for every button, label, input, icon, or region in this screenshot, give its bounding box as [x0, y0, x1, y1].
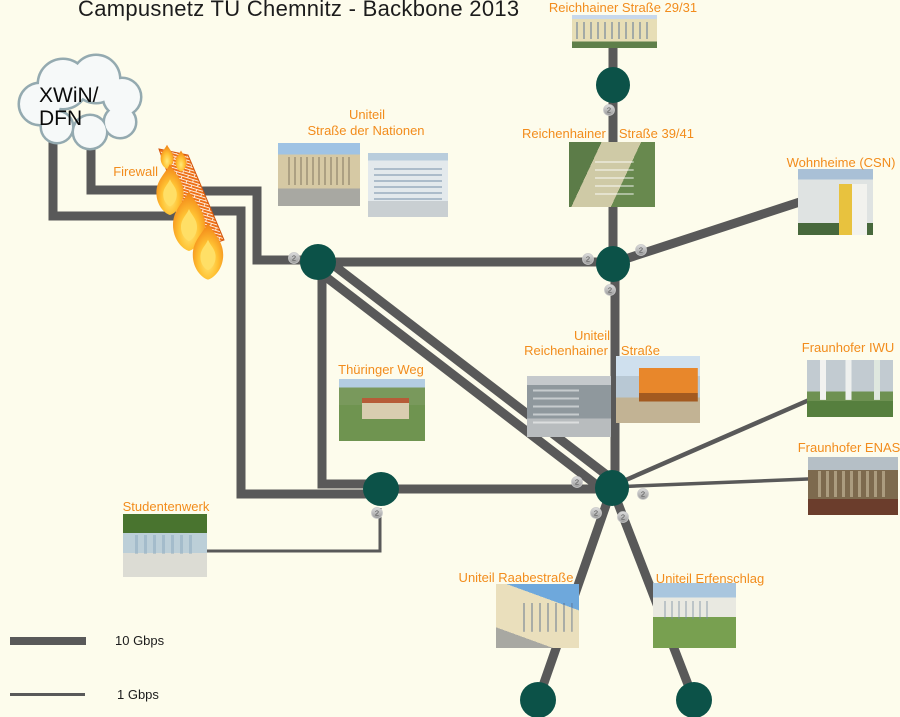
link-node-thueringer-studentenwerk — [200, 508, 382, 553]
link-cloud-firewall-upper — [86, 138, 182, 195]
photo-reichhainer-strasse-29-31 — [572, 15, 657, 48]
link-count-badge: 2 — [603, 104, 615, 116]
label-strasse-der-nationen-line2: Straße der Nationen — [307, 123, 425, 138]
label-part: Reichenhainer — [524, 343, 608, 358]
legend-1gbps-line — [10, 693, 85, 696]
photo-reichenhainer-strasse-39-41 — [569, 142, 655, 207]
link-count-badge: 2 — [637, 488, 649, 500]
xwin-dfn-cloud — [17, 53, 143, 151]
node-campus-south — [595, 470, 629, 506]
link-count-badge: 2 — [582, 253, 594, 265]
photo-uniteil-reichenhainer-bibliothek — [527, 376, 611, 437]
photo-uniteil-erfenschlag — [653, 583, 736, 648]
svg-text:2: 2 — [639, 246, 643, 255]
label-thueringer-weg: Thüringer Weg — [338, 362, 424, 377]
node-erfenschlag — [676, 682, 712, 717]
label-uniteil-erfenschlag: Uniteil Erfenschlag — [655, 571, 765, 586]
link-count-badge: 2 — [635, 244, 647, 256]
svg-text:2: 2 — [607, 106, 611, 115]
label-part: Straße 39/41 — [618, 126, 694, 141]
firewall-flames-icon — [156, 144, 224, 280]
svg-text:2: 2 — [292, 254, 296, 263]
xwin-dfn-label: XWiN/ DFN — [39, 84, 99, 130]
link-count-badge: 2 — [604, 284, 616, 296]
svg-text:2: 2 — [375, 509, 379, 518]
diagram-title: Campusnetz TU Chemnitz - Backbone 2013 — [78, 0, 520, 21]
node-reichenhainer — [596, 246, 630, 282]
legend-10gbps-label: 10 Gbps — [115, 633, 165, 648]
svg-text:2: 2 — [594, 509, 598, 518]
node-strasse-der-nationen — [300, 244, 336, 280]
label-wohnheime-csn: Wohnheime (CSN) — [786, 155, 896, 170]
svg-text:2: 2 — [575, 478, 579, 487]
link-count-badge: 2 — [288, 252, 300, 264]
photo-studentenwerk — [123, 514, 207, 577]
svg-text:2: 2 — [608, 286, 612, 295]
label-uniteil-reichenhainer-line1: Uniteil — [573, 328, 611, 343]
legend-10gbps-line — [10, 637, 86, 645]
node-raabestrasse — [520, 682, 556, 717]
label-uniteil-reichenhainer-line2: Reichenhainer Straße — [524, 343, 660, 358]
link-node-south-fraunhofer-enas — [611, 476, 833, 489]
label-part: Straße — [620, 343, 660, 358]
link-diagonal-2 — [320, 253, 620, 487]
photo-thueringer-weg — [339, 379, 425, 441]
label-reichhainer-strasse-29-31: Reichhainer Straße 29/31 — [548, 0, 698, 15]
label-reichenhainer-strasse-39-41: Reichenhainer Straße 39/41 — [522, 126, 694, 141]
node-reichhainer-29-31 — [596, 67, 630, 103]
label-part: Reichenhainer — [522, 126, 606, 141]
photo-uniteil-raabestrasse — [496, 584, 579, 648]
label-strasse-der-nationen-line1: Uniteil — [348, 107, 386, 122]
firewall-icon — [156, 144, 225, 280]
photo-fraunhofer-iwu — [807, 360, 893, 417]
node-thueringer-weg — [363, 472, 399, 506]
xwin-label-line1: XWiN/ — [39, 84, 99, 107]
photo-strasse-der-nationen-altbau — [278, 143, 360, 206]
link-node-south-fraunhofer-iwu — [611, 387, 833, 489]
link-count-badge: 2 — [617, 511, 629, 523]
label-uniteil-raabestrasse: Uniteil Raabestraße — [458, 570, 574, 585]
link-count-badge: 2 — [571, 476, 583, 488]
xwin-label-line2: DFN — [39, 107, 83, 130]
legend-1gbps-label: 1 Gbps — [117, 687, 159, 702]
link-firewall-node-thueringer — [202, 206, 370, 499]
label-studentenwerk: Studentenwerk — [122, 499, 210, 514]
photo-fraunhofer-enas — [808, 457, 898, 515]
label-fraunhofer-iwu: Fraunhofer IWU — [801, 340, 895, 355]
link-node-nationen-node-thueringer — [317, 264, 370, 489]
svg-text:2: 2 — [621, 513, 625, 522]
firewall-label: Firewall — [113, 164, 158, 179]
link-node-wohnheime — [611, 192, 817, 268]
photo-uniteil-reichenhainer-orangerie — [616, 356, 700, 423]
link-cloud-firewall-lower — [48, 130, 192, 221]
link-count-badge: 2 — [371, 507, 383, 519]
link-firewall-node-nationen — [196, 186, 306, 265]
link-count-badge: 2 — [590, 507, 602, 519]
photo-strasse-der-nationen-hochhaus — [368, 153, 448, 217]
svg-text:2: 2 — [586, 255, 590, 264]
link-diagonal-1 — [310, 263, 610, 497]
label-fraunhofer-enas: Fraunhofer ENAS — [797, 440, 900, 455]
svg-text:2: 2 — [641, 490, 645, 499]
photo-wohnheime-csn — [798, 169, 873, 235]
